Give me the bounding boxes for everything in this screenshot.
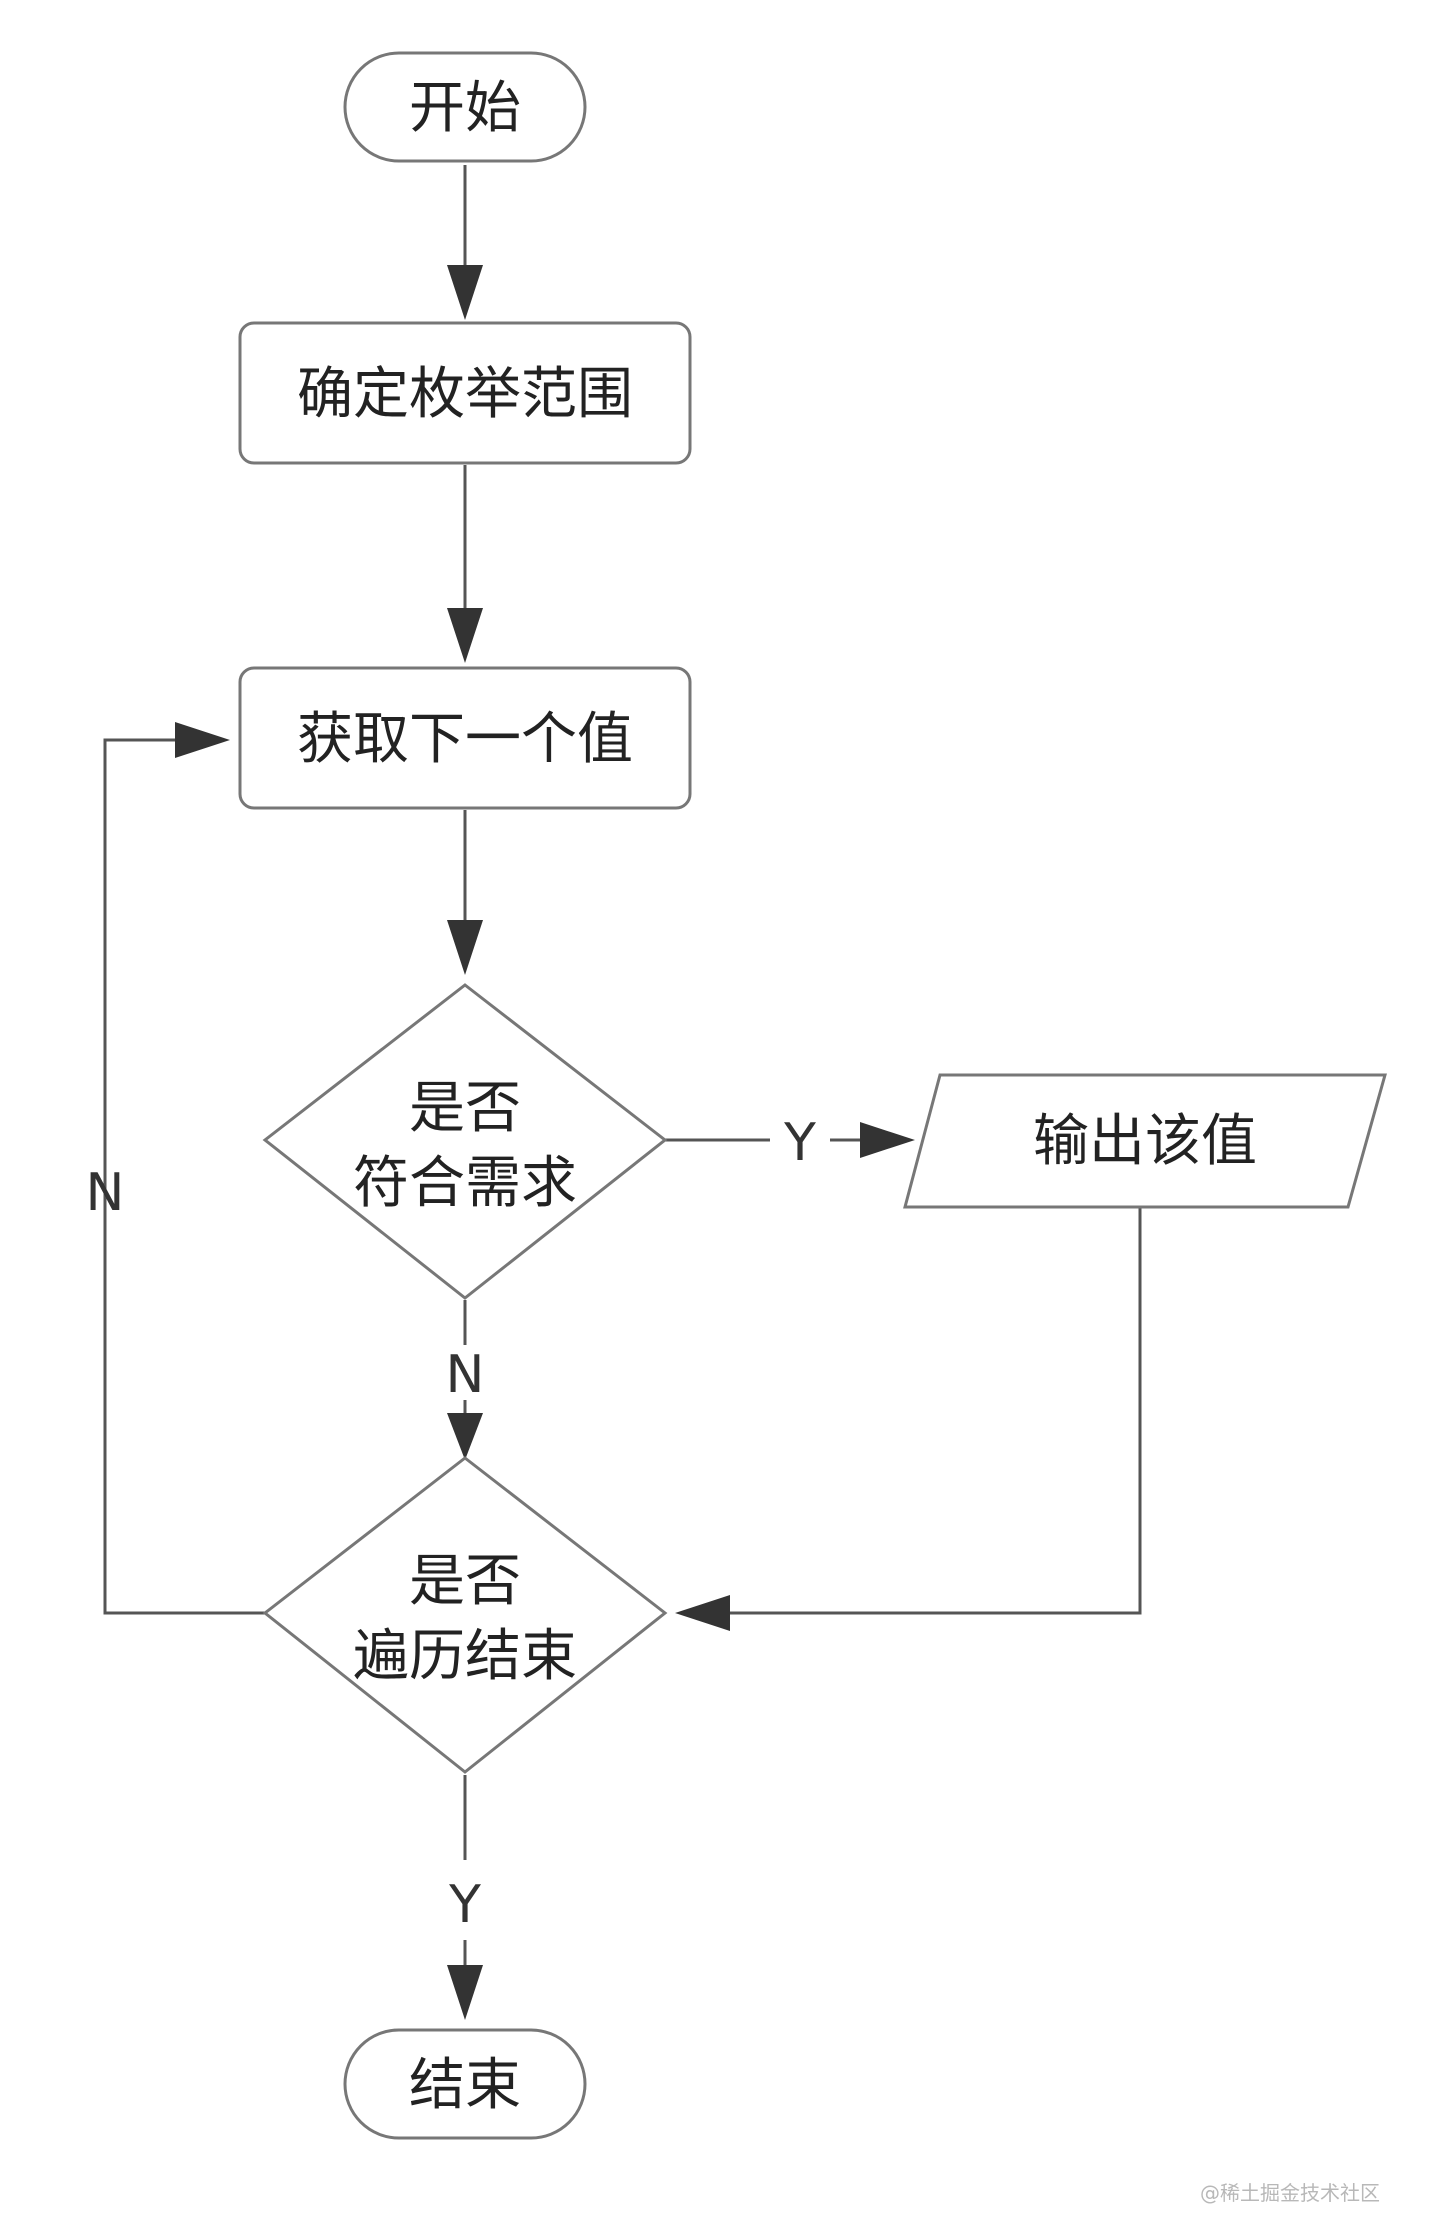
node-labels: 开始 确定枚举范围 获取下一个值 是否 符合需求 输出该值 是否 遍历结束 结束 xyxy=(297,76,1257,2118)
edge-label-loop-back-no: N xyxy=(86,1163,125,1223)
arrowhead-down-icon xyxy=(447,1413,483,1460)
requirement-label-line1: 是否 xyxy=(409,1076,521,1141)
end-check-decision-node xyxy=(262,1456,668,1774)
requirement-label-line2: 符合需求 xyxy=(353,1151,577,1216)
output-label: 输出该值 xyxy=(1033,1109,1257,1174)
start-label: 开始 xyxy=(409,76,521,141)
watermark: @稀土掘金技术社区 xyxy=(1200,2181,1380,2205)
arrowheads xyxy=(175,265,915,2020)
edge-end-check-loop-back xyxy=(103,738,265,1615)
arrowhead-down-icon xyxy=(447,920,483,975)
end-node xyxy=(343,2028,587,2140)
nodes xyxy=(238,51,1387,2140)
start-node xyxy=(343,51,587,163)
connector-lines xyxy=(103,165,1142,1970)
end-label: 结束 xyxy=(409,2053,521,2118)
edge-labels: Y N N Y xyxy=(86,1113,817,1935)
arrowhead-left-icon xyxy=(675,1595,730,1631)
get-next-label: 获取下一个值 xyxy=(297,707,633,772)
arrowhead-right-icon xyxy=(860,1122,915,1158)
edge-output-to-end-check xyxy=(730,1207,1142,1615)
output-io-node xyxy=(903,1073,1387,1209)
range-process-node xyxy=(238,321,692,465)
edge-label-end-yes: Y xyxy=(448,1875,481,1935)
arrowhead-down-icon xyxy=(447,608,483,663)
arrowhead-down-icon xyxy=(447,265,483,320)
requirement-decision-node xyxy=(262,983,668,1300)
edge-label-requirement-yes: Y xyxy=(783,1113,816,1173)
arrowhead-right-icon xyxy=(175,722,230,758)
arrowhead-down-icon xyxy=(447,1965,483,2020)
end-check-label-line2: 遍历结束 xyxy=(353,1624,577,1689)
edge-label-requirement-no: N xyxy=(446,1345,485,1405)
get-next-process-node xyxy=(238,666,692,810)
range-label: 确定枚举范围 xyxy=(297,362,633,427)
end-check-label-line1: 是否 xyxy=(409,1549,521,1614)
